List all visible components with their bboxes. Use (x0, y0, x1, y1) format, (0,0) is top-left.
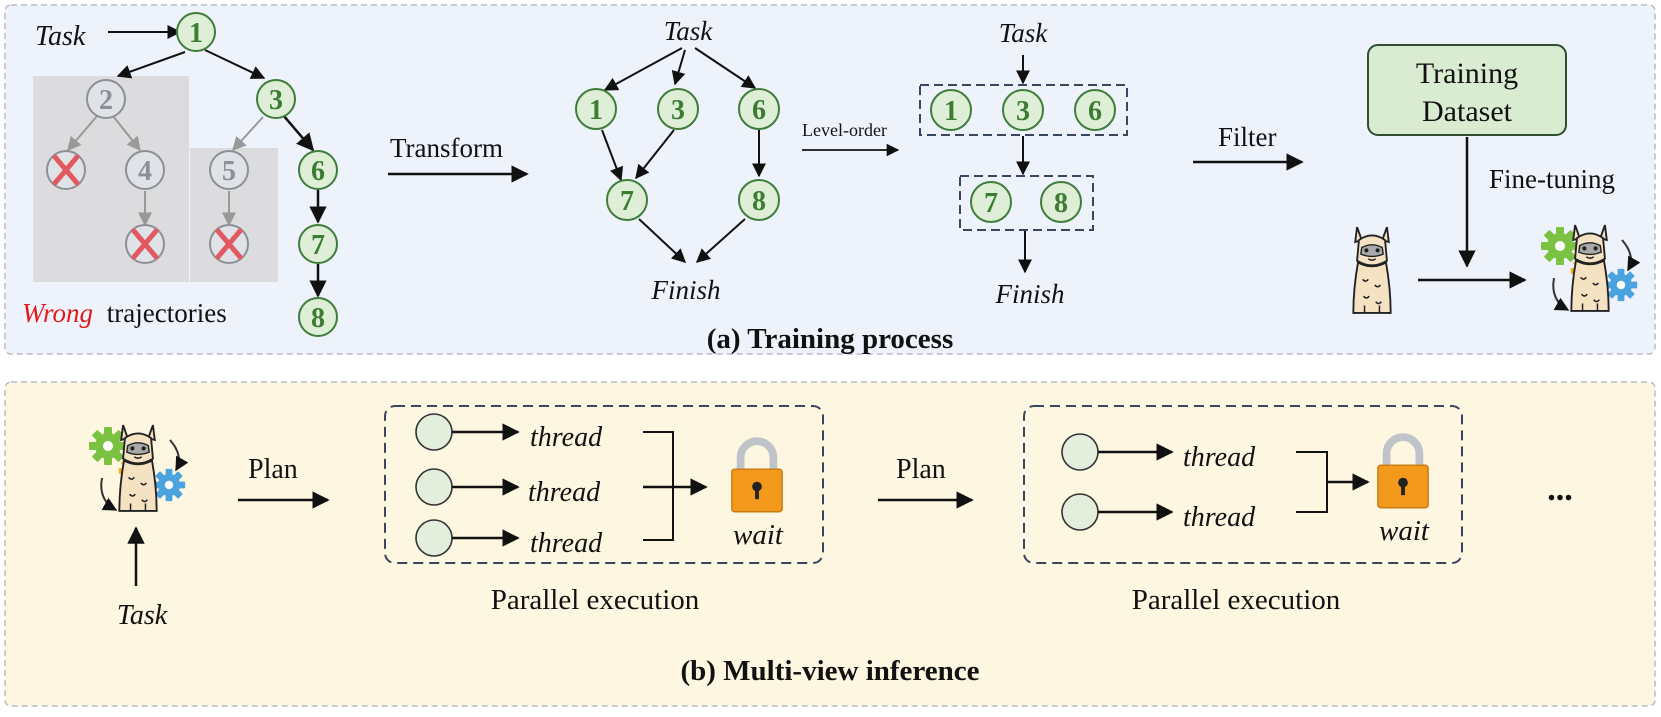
fine-tuning-label: Fine-tuning (1489, 164, 1615, 194)
tree-node-3: 3 (256, 79, 296, 119)
tree-node-6: 6 (298, 150, 338, 190)
svg-text:8: 8 (1054, 188, 1068, 219)
cross-icon (46, 150, 86, 190)
thread-5-label: thread (1183, 502, 1256, 533)
inference-task-label: Task (117, 600, 168, 631)
tree-task-label: Task (35, 21, 86, 52)
llama-icon (1352, 226, 1392, 314)
wait-label-2: wait (1379, 515, 1430, 547)
svg-text:6: 6 (1088, 96, 1102, 127)
svg-text:1: 1 (944, 96, 958, 127)
dataset-line-1: Training (1416, 57, 1518, 90)
trajectories-word: trajectories (107, 298, 227, 328)
graph-node-3: 3 (657, 88, 699, 130)
thread-4-label: thread (1183, 442, 1256, 473)
graph-task-label: Task (664, 16, 714, 46)
filter-label: Filter (1218, 122, 1277, 152)
panel-b-background (4, 381, 1656, 707)
svg-text:8: 8 (311, 303, 325, 334)
transform-label: Transform (390, 133, 503, 163)
thread-5-circle (1061, 493, 1099, 531)
svg-text:1: 1 (189, 18, 203, 49)
thread-4-circle (1061, 433, 1099, 471)
levels-finish-label: Finish (994, 279, 1064, 309)
thread-3-label: thread (530, 528, 603, 559)
dependency-graph: Task 1 3 6 7 8 Finish (575, 16, 780, 305)
wrong-word: Wrong (22, 298, 93, 328)
panel-a-caption: (a) Training process (707, 323, 954, 355)
tree-node-5: 5 (209, 150, 249, 190)
level-1-box (919, 84, 1128, 136)
svg-text:6: 6 (752, 95, 766, 126)
svg-text:8: 8 (752, 186, 766, 217)
tree-node-7: 7 (298, 224, 338, 264)
level-node-8: 8 (1040, 181, 1082, 223)
svg-text:3: 3 (269, 85, 283, 116)
svg-text:7: 7 (311, 230, 325, 261)
level-order-label: Level-order (802, 120, 887, 140)
thread-3-circle (415, 519, 453, 557)
level-order-groups: Task 1 3 6 7 8 Finish (919, 18, 1128, 309)
parallel-caption-2: Parallel execution (1132, 584, 1341, 616)
wait-label-1: wait (733, 519, 784, 551)
tree-node-8: 8 (298, 297, 338, 337)
plan-label-1: Plan (248, 454, 298, 485)
dataset-line-2: Dataset (1422, 95, 1513, 128)
ellipsis: ... (1547, 471, 1573, 508)
thread-2-circle (415, 468, 453, 506)
graph-finish-label: Finish (650, 275, 720, 305)
svg-text:3: 3 (671, 95, 685, 126)
panel-a-background (4, 4, 1656, 355)
thread-2-label: thread (528, 477, 601, 508)
cross-icon (209, 224, 249, 264)
levels-task-label: Task (999, 18, 1049, 48)
tree-node-1: 1 (176, 12, 216, 52)
search-tree: Task 1 2 3 4 5 (22, 12, 338, 337)
tree-node-2: 2 (86, 79, 126, 119)
tree-node-4: 4 (125, 150, 165, 190)
parallel-caption-1: Parallel execution (491, 584, 700, 616)
graph-node-6: 6 (738, 88, 780, 130)
svg-text:2: 2 (99, 85, 113, 116)
parallel-block-2: thread thread wait (1023, 405, 1463, 564)
parallel-block-1: thread thread thread wait (384, 405, 824, 564)
level-node-7: 7 (970, 181, 1012, 223)
plan-label-2: Plan (896, 454, 946, 485)
thread-1-circle (415, 413, 453, 451)
level-2-box (959, 175, 1094, 231)
level-node-6: 6 (1074, 89, 1116, 131)
cross-icon (125, 224, 165, 264)
wrong-trajectories-label: Wrong trajectories (22, 298, 227, 328)
svg-text:3: 3 (1016, 96, 1030, 127)
svg-text:6: 6 (311, 156, 325, 187)
thread-1-label: thread (530, 422, 603, 453)
svg-text:5: 5 (222, 156, 236, 187)
svg-text:7: 7 (620, 186, 634, 217)
graph-node-8: 8 (738, 179, 780, 221)
training-dataset-box: Training Dataset (1367, 44, 1567, 136)
svg-text:4: 4 (138, 156, 152, 187)
svg-text:1: 1 (589, 95, 603, 126)
panel-b-caption: (b) Multi-view inference (680, 655, 979, 687)
level-node-1: 1 (930, 89, 972, 131)
level-node-3: 3 (1002, 89, 1044, 131)
graph-node-1: 1 (575, 88, 617, 130)
svg-text:7: 7 (984, 188, 998, 219)
graph-node-7: 7 (606, 179, 648, 221)
